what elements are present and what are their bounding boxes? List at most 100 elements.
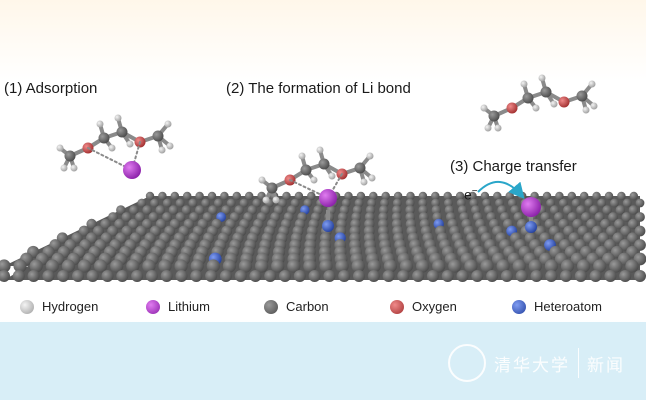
solvent-molecule: [258, 146, 376, 207]
carbon-atom: [266, 182, 278, 194]
carbon-atom: [142, 259, 156, 273]
hydrogen-atom: [532, 104, 540, 112]
carbon-atom: [107, 225, 118, 237]
carbon-atom: [162, 212, 172, 222]
carbon-atom: [606, 225, 617, 237]
carbon-atom: [0, 259, 11, 273]
legend-item-hydrogen: Hydrogen: [20, 299, 98, 314]
hydrogen-atom: [70, 164, 78, 172]
carbon-atom: [405, 205, 415, 215]
carbon-atom: [219, 270, 232, 282]
carbon-atom: [634, 239, 646, 251]
carbon-atom: [456, 270, 469, 282]
carbon-atom: [116, 270, 129, 282]
carbon-atom: [116, 126, 128, 138]
carbon-atom: [512, 259, 526, 273]
carbon-atom: [264, 270, 277, 282]
hydrogen-atom: [550, 100, 558, 108]
hydrogen-swatch: [20, 299, 34, 314]
carbon-atom: [101, 270, 114, 282]
carbon-atom: [319, 259, 333, 273]
carbon-atom: [369, 191, 378, 201]
carbon-atom: [142, 205, 152, 215]
hydrogen-atom: [114, 114, 122, 122]
molecules: [56, 74, 598, 233]
carbon-atom: [245, 191, 254, 201]
carbon-atom: [158, 191, 167, 201]
legend-item-carbon: Carbon: [264, 299, 329, 314]
carbon-atom: [406, 191, 415, 201]
carbon-atom: [150, 198, 160, 208]
charge-transfer-site: [521, 197, 541, 233]
carbon-atom: [126, 259, 140, 273]
carbon-atom: [627, 218, 639, 230]
carbon-atom: [335, 259, 349, 273]
lithium-swatch: [146, 299, 160, 314]
carbon-atom: [496, 259, 510, 273]
carbon-atom: [208, 205, 218, 215]
coordination-bond: [327, 173, 343, 199]
carbon-atom: [72, 270, 84, 282]
carbon-atom: [12, 270, 25, 282]
carbon-atom: [214, 198, 223, 208]
legend: Hydrogen Lithium Carbon Oxygen Heteroato…: [18, 299, 638, 323]
lithium-atom: [521, 197, 541, 217]
carbon-atom: [635, 198, 645, 208]
carbon-atom: [544, 259, 559, 273]
electron-letter: e: [464, 186, 472, 203]
hydrogen-atom: [590, 102, 598, 110]
carbon-atom: [431, 198, 440, 208]
carbon-atom: [158, 259, 172, 273]
carbon-atom: [629, 191, 638, 201]
carbon-atom: [287, 259, 301, 273]
carbon-swatch: [264, 299, 278, 314]
carbon-atom: [181, 205, 192, 215]
carbon-atom: [589, 270, 602, 282]
electron-charge: −: [471, 186, 478, 197]
legend-item-lithium: Lithium: [146, 299, 210, 314]
carbon-atom: [620, 225, 632, 237]
hydrogen-atom: [480, 104, 488, 112]
carbon-atom: [615, 205, 625, 215]
carbon-atom: [586, 218, 597, 230]
hydrogen-atom: [272, 196, 280, 204]
carbon-atom: [418, 191, 428, 201]
legend-label-heteroatom: Heteroatom: [534, 299, 602, 314]
carbon-atom: [93, 225, 104, 237]
carbon-atom: [356, 191, 366, 201]
carbon-atom: [232, 191, 241, 201]
carbon-atom: [617, 191, 626, 201]
carbon-atom: [114, 218, 125, 230]
carbon-atom: [42, 270, 55, 282]
carbon-atom: [247, 205, 257, 215]
carbon-atom: [431, 191, 440, 201]
carbon-atom: [226, 198, 236, 208]
carbon-atom: [13, 259, 27, 273]
carbon-atom: [480, 259, 494, 273]
carbon-atom: [614, 218, 625, 230]
hydrogen-atom: [158, 146, 166, 154]
carbon-atom: [448, 259, 462, 273]
carbon-atom: [522, 92, 534, 104]
carbon-atom: [271, 259, 285, 273]
carbon-atom: [627, 232, 639, 244]
carbon-atom: [609, 259, 623, 273]
carbon-atom: [580, 191, 589, 201]
carbon-atom: [220, 191, 229, 201]
heteroatom-atom: [322, 220, 334, 232]
carbon-atom: [135, 212, 145, 222]
carbon-atom: [341, 198, 351, 208]
li-bond-site: [322, 210, 334, 232]
carbon-atom: [382, 270, 395, 282]
carbon-atom: [354, 198, 364, 208]
carbon-atom: [488, 110, 500, 122]
carbon-atom: [323, 270, 336, 282]
hydrogen-atom: [126, 140, 134, 148]
carbon-atom: [589, 205, 599, 215]
carbon-atom: [155, 205, 165, 215]
carbon-atom: [344, 191, 353, 201]
solvent-molecule: [480, 74, 598, 132]
carbon-atom: [592, 191, 601, 201]
carbon-atom: [610, 198, 619, 208]
carbon-atom: [594, 212, 605, 222]
